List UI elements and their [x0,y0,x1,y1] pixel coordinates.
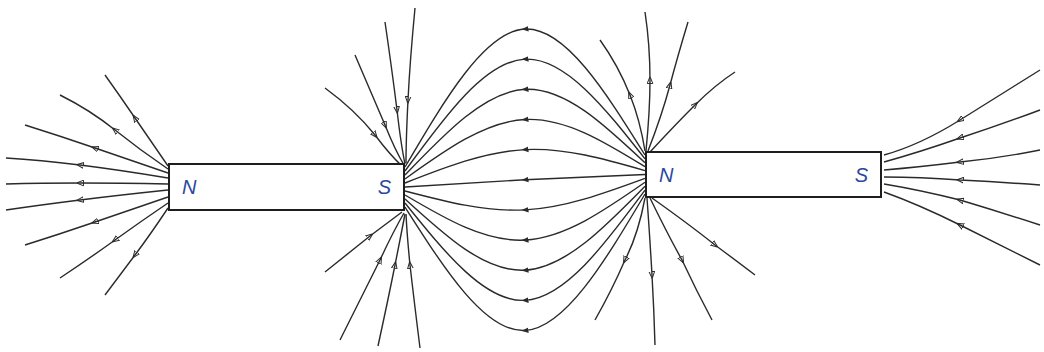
pole-letter: N [182,177,196,197]
field-line [405,186,645,270]
bar-magnet: NS [645,151,882,198]
field-line [405,29,645,167]
field-line [405,89,645,175]
field-line [405,149,645,183]
pole-letter: S [855,165,868,185]
field-line [405,194,645,331]
pole-letter: S [378,177,391,197]
field-line [405,175,645,188]
right-south-field [884,70,1040,265]
field-line [405,190,645,300]
pole-letter: N [659,165,673,185]
field-line [405,178,645,210]
bar-magnet: NS [168,163,405,211]
left-north-field [6,75,168,295]
